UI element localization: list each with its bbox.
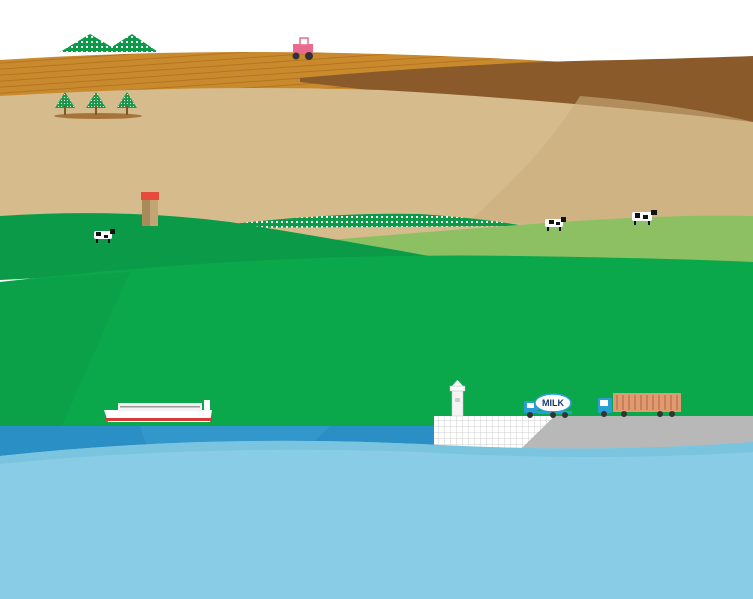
tan-land-shadow [470, 96, 753, 240]
cargo-stripes [616, 395, 678, 410]
crop-rows [225, 213, 525, 228]
cow-icon [94, 229, 115, 243]
ferry-ship-icon [104, 400, 212, 422]
sea-highlight [0, 440, 753, 464]
tractor-icon [292, 37, 313, 60]
sea [0, 440, 753, 599]
milk-label: MILK [542, 398, 564, 408]
milk-tanker-truck: MILK [524, 393, 572, 418]
pier-grid [434, 416, 555, 450]
pasture-shade [0, 272, 130, 430]
cow-icon [632, 210, 657, 225]
cargo-truck [598, 393, 681, 417]
cow-icon [545, 217, 566, 231]
pier-road [520, 416, 753, 454]
silo-icon [141, 192, 159, 226]
mountains [60, 34, 158, 52]
lighthouse-icon [449, 379, 466, 417]
main-green-pasture [0, 255, 753, 430]
tree-grove [54, 92, 142, 119]
